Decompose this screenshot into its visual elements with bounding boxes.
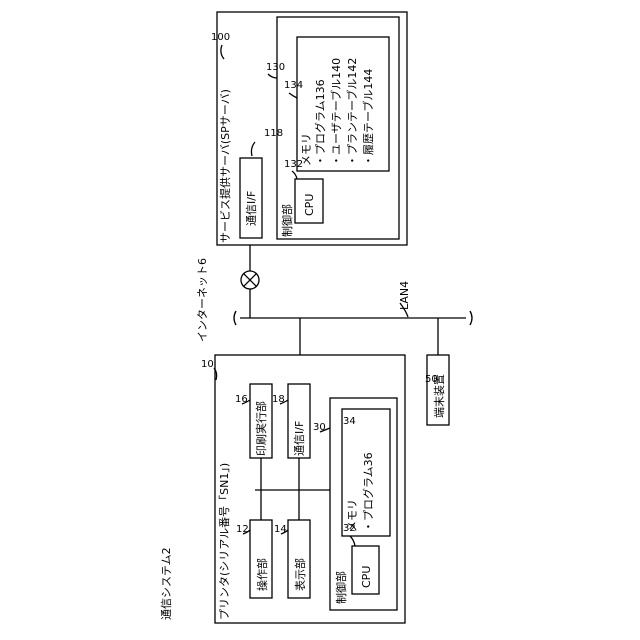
server-title: サービス提供サーバ(SPサーバ) — [218, 89, 232, 243]
system-title: 通信システム2 — [160, 547, 173, 620]
server-ref: 100 — [211, 32, 230, 43]
lan-label: LAN4 — [398, 281, 411, 310]
operation-ref: 12 — [236, 524, 249, 535]
server-control-ref: 130 — [266, 62, 285, 73]
lan-break-left — [234, 311, 236, 325]
internet-label: インターネット6 — [196, 258, 209, 342]
server-comm-if-label: 通信I/F — [245, 191, 258, 226]
printer-ref: 10 — [201, 359, 214, 370]
server-memory-item: ・プログラム136 — [313, 79, 327, 166]
printer-cpu-label: CPU — [360, 566, 373, 588]
server-memory-item: ・プランテーブル142 — [345, 58, 359, 166]
server-control-label: 制御部 — [280, 204, 294, 237]
server-memory-item: ・履歴テーブル144 — [361, 69, 375, 166]
display-label: 表示部 — [293, 558, 307, 591]
server-cpu-label: CPU — [303, 194, 316, 216]
operation-label: 操作部 — [255, 558, 269, 591]
print-exec-label: 印刷実行部 — [254, 401, 268, 456]
server-memory-label: メモリ — [300, 133, 313, 166]
terminal-ref: 50 — [425, 374, 438, 385]
printer-control-label: 制御部 — [334, 571, 348, 604]
internet-node — [241, 271, 259, 289]
printer-memory-label: メモリ — [346, 499, 359, 532]
print-exec-ref: 16 — [235, 394, 248, 405]
server-comm-ref: 118 — [264, 128, 283, 139]
display-ref: 14 — [274, 524, 287, 535]
server-memory-ref: 134 — [284, 80, 303, 91]
server-memory-item: ・ユーザテーブル140 — [329, 58, 343, 166]
printer-memory-ref: 34 — [343, 416, 356, 427]
printer-control-ref: 30 — [313, 422, 326, 433]
printer-memory-item: ・プログラム36 — [361, 452, 375, 532]
lan-break-right — [470, 311, 472, 325]
printer-comm-if-label: 通信I/F — [293, 421, 306, 456]
printer-title: プリンタ(シリアル番号「SN1」) — [218, 463, 231, 620]
